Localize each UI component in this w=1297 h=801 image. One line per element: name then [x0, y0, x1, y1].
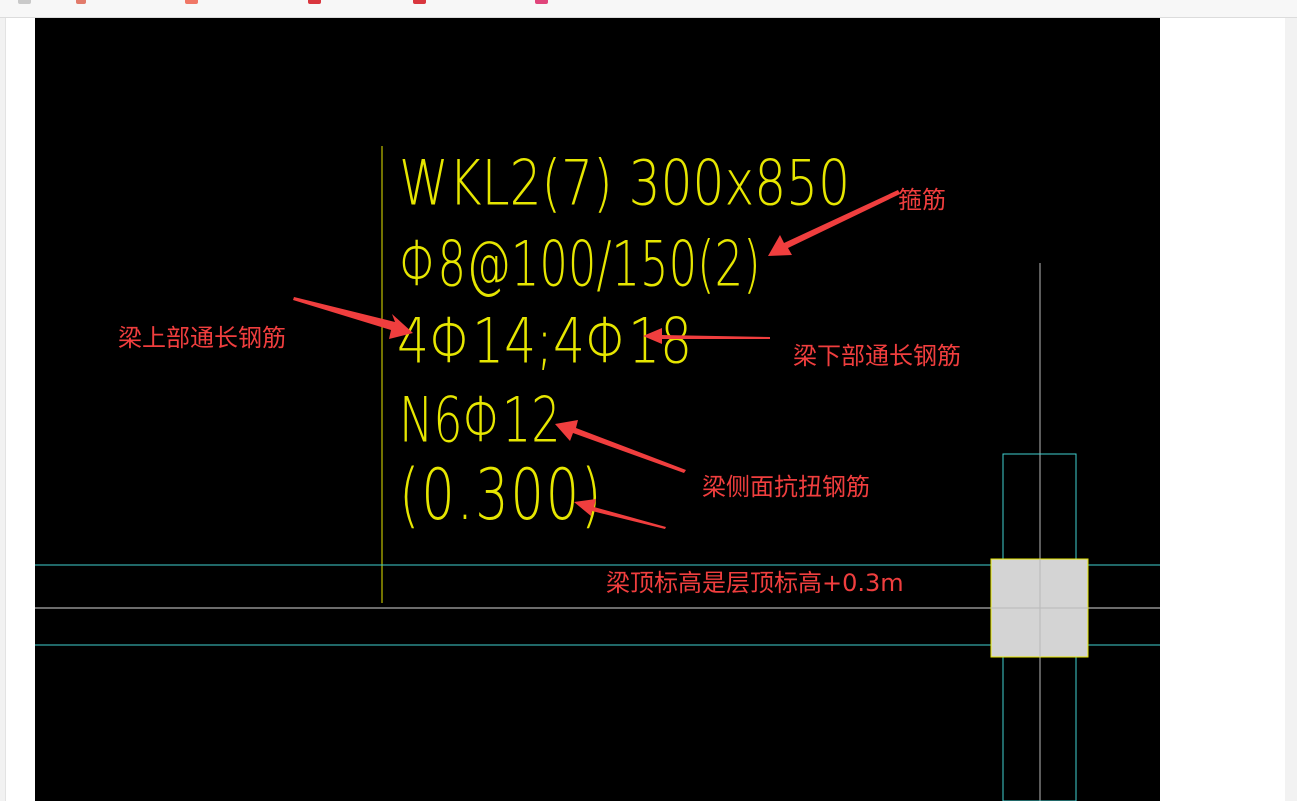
arrow-elevation [574, 499, 666, 529]
cad-drawing-canvas: WKL2(7) 300x850 Φ8@100/150(2) 4Φ14;4Φ18 … [35, 18, 1160, 801]
arrow-bottom-bar [643, 328, 770, 344]
bookmark-item-3[interactable] [308, 0, 388, 5]
arrow-top-bar [293, 297, 413, 339]
browser-bookmarks-bar [0, 0, 1297, 18]
arrow-stirrup [768, 190, 900, 256]
cad-linework [35, 146, 1160, 801]
scrollbar-track[interactable] [1285, 18, 1297, 801]
elevation-offset-text: (0.300) [399, 454, 604, 536]
callout-stirrup: 箍筋 [898, 186, 946, 214]
bookmark-item-4[interactable] [413, 0, 503, 5]
side-bar-text: N6Φ12 [399, 384, 561, 457]
tab-icon [413, 0, 426, 4]
bookmark-item-1[interactable] [18, 0, 108, 5]
longitudinal-bar-text: 4Φ14;4Φ18 [397, 305, 693, 378]
bookmark-item-2[interactable] [185, 0, 265, 5]
tab-icon [76, 0, 86, 4]
callout-elevation: 梁顶标高是层顶标高+0.3m [606, 569, 904, 597]
tab-icon [535, 0, 548, 4]
callout-torsion-bar: 梁侧面抗扭钢筋 [702, 473, 870, 501]
beam-id-text: WKL2(7) 300x850 [399, 147, 851, 220]
tab-icon [308, 0, 321, 4]
arrow-torsion-bar [555, 420, 686, 473]
tab-icon [185, 0, 198, 4]
stirrup-spec-text: Φ8@100/150(2) [399, 228, 761, 301]
callout-top-bar: 梁上部通长钢筋 [118, 324, 286, 352]
tab-icon [18, 0, 31, 4]
callout-bottom-bar: 梁下部通长钢筋 [793, 342, 961, 370]
bookmark-item-5[interactable] [535, 0, 615, 5]
